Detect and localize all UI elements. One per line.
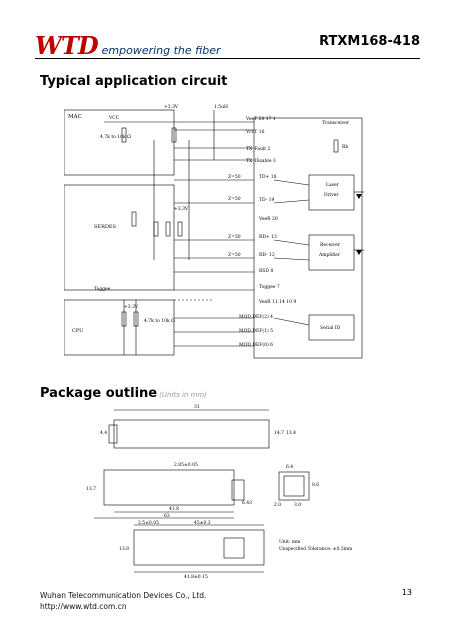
- z-label-2: Z=50: [228, 196, 241, 202]
- pin-label: VeeT 20 17 1: [245, 116, 276, 122]
- dim-bot-total: 41.8±0.15: [184, 574, 208, 580]
- v33-label-c: +3.3V: [124, 304, 139, 310]
- company-url[interactable]: http://www.wtd.com.cn: [40, 602, 127, 611]
- pin-label: VccT 16: [245, 129, 265, 135]
- side-view-body: [103, 469, 235, 506]
- dim-left2: 13.7: [86, 486, 96, 492]
- application-circuit-diagram: MAC SERDES CPU Transceiver Laser Driver …: [64, 104, 364, 359]
- laser-label-1: Laser: [326, 182, 340, 188]
- serdes-label: SERDES: [94, 224, 116, 230]
- package-note: Unit: mm: [279, 539, 301, 545]
- receiver-block: [308, 234, 355, 271]
- pin-label: RSD 8: [259, 268, 274, 274]
- pin-label: Toggee 7: [259, 284, 280, 290]
- footer-company: Wuhan Telecommunication Devices Co., Ltd…: [40, 590, 206, 612]
- dim-sm3: 2.0: [274, 502, 281, 508]
- dim-h2: 13.4: [286, 430, 296, 436]
- part-number: RTXM168-418: [319, 34, 420, 49]
- bottom-view-body: [133, 529, 265, 566]
- pin-label: TX_Disable 3: [246, 158, 276, 164]
- dim-sm4: 3.0: [294, 502, 301, 508]
- vcc-label: VCC: [108, 115, 120, 121]
- dim-bottom1: 41.8: [169, 506, 179, 512]
- dim-h3: 13.8: [119, 546, 129, 552]
- dim-bottom2: 63: [164, 513, 170, 519]
- logo-tagline: empowering the fiber: [101, 44, 221, 57]
- z-label-4: Z=50: [228, 252, 241, 258]
- receiver-label-2: Amplifier: [318, 252, 341, 258]
- mac-label: MAC: [68, 114, 82, 120]
- transceiver-label: Transceiver: [322, 120, 350, 126]
- package-title: Package outline: [40, 386, 158, 401]
- laser-diode-icon: [356, 194, 362, 199]
- dim-sm2: 8.6: [312, 482, 319, 488]
- pin-label: MOD DEF(0) 6: [239, 341, 273, 348]
- pin-label: RD- 12: [259, 252, 275, 258]
- cpu-block: [64, 299, 175, 356]
- mac-block: [64, 109, 175, 176]
- pin-label: VeeR 20: [258, 216, 278, 222]
- package-outline-drawing: 31 14.7 13.4 4.4 2.85±0.05 13.7 6.43 41.…: [86, 404, 353, 580]
- dim-bot-left: 2.5±0.05: [138, 520, 159, 526]
- pullup-label-2: 4.7k to 10k Ω: [144, 318, 175, 324]
- section-title-application: Typical application circuit: [40, 74, 228, 89]
- inductor-label: 1.5uH: [214, 104, 228, 110]
- section-title-package: Package outline(Units in mm): [40, 386, 207, 401]
- serdes-block: [64, 184, 175, 291]
- v33-label-a: +3.3V: [164, 104, 179, 110]
- pin-label: VeeR 11 14 10 9: [258, 299, 296, 305]
- z-label-3: Z=50: [228, 234, 241, 240]
- header-divider: [35, 58, 420, 59]
- cpu-label: CPU: [72, 328, 83, 334]
- pin-label: MOD DEF(2) 4: [239, 313, 273, 320]
- toggee-label: Toggee: [94, 286, 111, 292]
- company-name: Wuhan Telecommunication Devices Co., Ltd…: [40, 591, 207, 600]
- serial-id-block: [308, 314, 355, 341]
- dim-side-v: 2.85±0.05: [174, 462, 198, 468]
- pin-label: TD- 19: [259, 197, 275, 203]
- pin-labels: VeeT 20 17 1 VccT 16 TX_Fault 2 TX_Disab…: [239, 116, 296, 348]
- pin-label: MOD DEF(1) 5: [239, 327, 273, 334]
- package-units: (Units in mm): [159, 391, 207, 399]
- front-view-body: [278, 471, 310, 501]
- dim-sm1: 6.4: [286, 464, 293, 470]
- v33-label-b: +3.3V: [174, 206, 189, 212]
- serial-id-label: Serial ID: [320, 325, 341, 331]
- dim-top-length: 31: [194, 404, 200, 410]
- dim-bot-mid: 45±0.3: [194, 520, 211, 526]
- page-number: 13: [401, 588, 412, 597]
- dim-left1: 4.4: [100, 430, 107, 436]
- dim-h1: 14.7: [274, 430, 284, 436]
- package-note: Unspecified Tolerance: ±0.5mm: [279, 546, 353, 552]
- pin-label: RD+ 13: [259, 234, 277, 240]
- pin-label: TD+ 18: [259, 174, 277, 180]
- logo-mark: WTD: [35, 31, 99, 60]
- receiver-label-1: Receiver: [320, 242, 341, 248]
- z-label-1: Z=50: [228, 174, 241, 180]
- transceiver-block: [253, 117, 363, 359]
- laser-driver-block: [308, 174, 355, 211]
- photodiode-icon: [356, 250, 362, 255]
- pullup-label-1: 4.7k to 10k Ω: [100, 134, 131, 140]
- pin-label: TX_Fault 2: [246, 146, 271, 152]
- top-view-body: [113, 419, 270, 449]
- dim-side-h1: 6.43: [242, 500, 252, 506]
- rb-label: Rb: [342, 144, 348, 150]
- laser-label-2: Driver: [324, 192, 339, 198]
